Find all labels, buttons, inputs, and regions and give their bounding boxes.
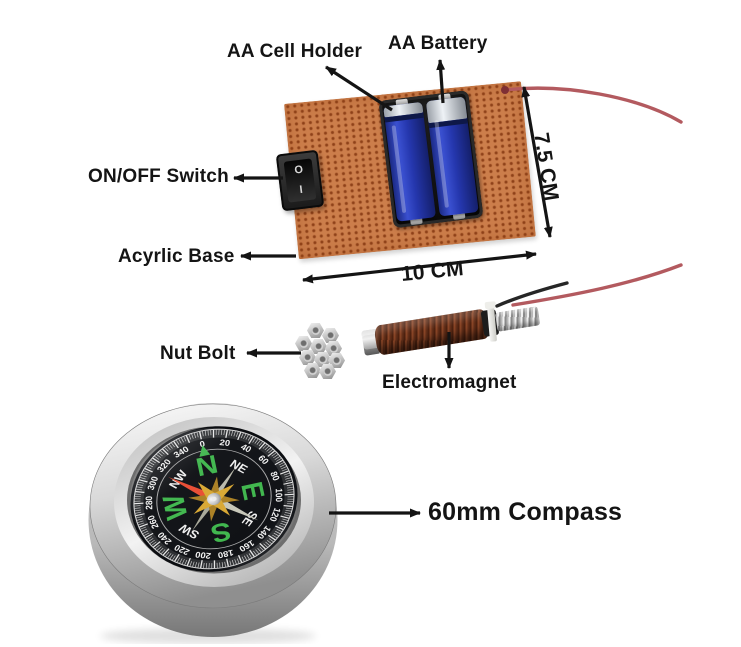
bolt-thread: [494, 306, 541, 332]
glass-reflection: [130, 428, 298, 570]
label-electromagnet: Electromagnet: [382, 372, 517, 393]
hex-nut: [304, 363, 321, 378]
label-aa-battery: AA Battery: [388, 33, 488, 54]
hex-nut: [328, 353, 345, 368]
label-nut-bolt: Nut Bolt: [160, 343, 236, 364]
hex-nut: [325, 341, 342, 356]
label-acrylic-base: Acyrlic Base: [118, 246, 235, 267]
hex-nut: [295, 336, 312, 351]
hex-nut: [299, 350, 316, 365]
compass: 0204060801001201401601802002202402602803…: [88, 403, 338, 644]
hex-nut: [307, 323, 324, 338]
perfboard: [284, 81, 536, 260]
label-aa-cell-holder: AA Cell Holder: [227, 41, 363, 62]
electromagnet-red-wire: [511, 263, 683, 307]
label-on-off-switch: ON/OFF Switch: [88, 166, 229, 187]
battery-holder: [378, 90, 484, 229]
hex-nut: [310, 339, 327, 354]
hex-nut: [319, 364, 336, 379]
hex-nut: [322, 328, 339, 343]
label-board-height: 7.5 CM: [529, 131, 563, 203]
rocker-switch: O I: [275, 149, 325, 212]
battery-gloss: [434, 119, 449, 208]
label-board-width: 10 CM: [399, 257, 465, 286]
hex-nut: [314, 352, 331, 367]
nut-bolt-cluster: [291, 321, 349, 379]
battery-gloss: [391, 125, 407, 214]
switch-off-marking: O: [293, 163, 304, 177]
electromagnet-assembly: [361, 300, 542, 357]
copper-coil: [373, 308, 491, 356]
label-compass: 60mm Compass: [428, 498, 623, 526]
rocker: O I: [283, 158, 317, 203]
board-red-wire: [503, 86, 683, 124]
switch-on-marking: I: [298, 183, 304, 197]
